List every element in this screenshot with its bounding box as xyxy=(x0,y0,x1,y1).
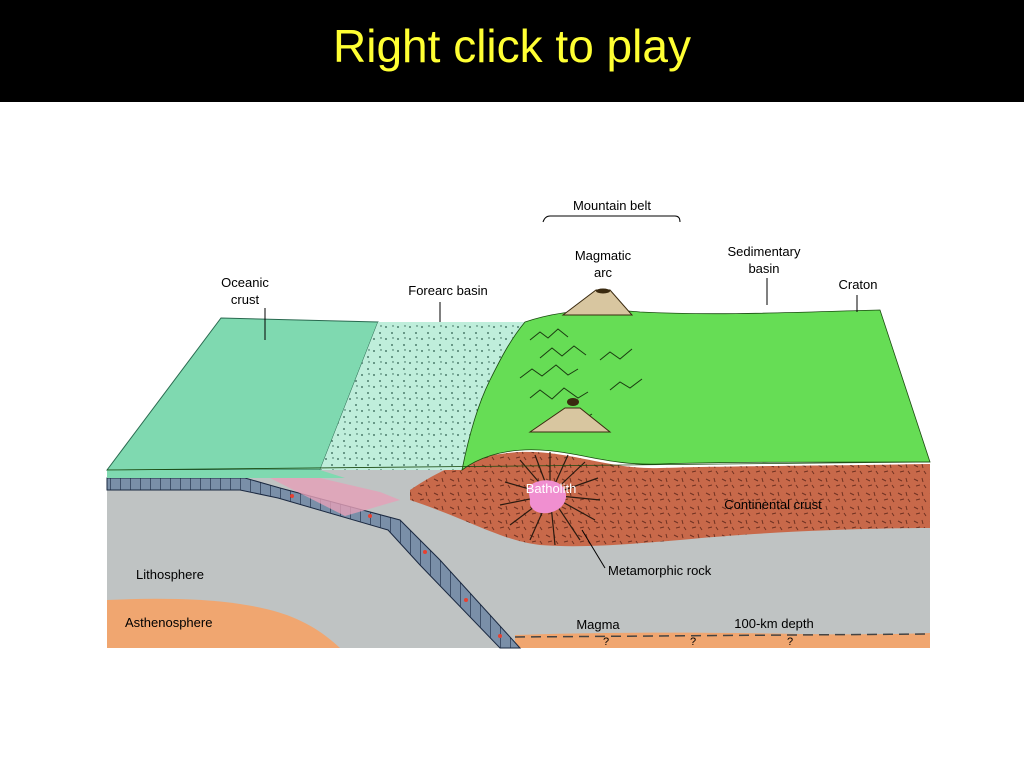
label-asthenosphere: Asthenosphere xyxy=(125,615,212,630)
title-banner: Right click to play xyxy=(0,0,1024,102)
volcano-top xyxy=(561,289,634,316)
question-mark-2: ? xyxy=(690,636,696,648)
asthenosphere-left xyxy=(107,598,340,648)
volcano-bottom xyxy=(528,407,612,433)
melt-spots xyxy=(290,494,502,638)
slide-title: Right click to play xyxy=(333,20,691,72)
label-lithosphere: Lithosphere xyxy=(136,567,204,582)
label-batholith: Batholith xyxy=(526,481,577,496)
subducting-slab xyxy=(106,477,522,649)
label-oceanic-crust: Oceanic xyxy=(221,275,269,290)
leader-lines xyxy=(264,215,858,569)
label-continental-crust: Continental crust xyxy=(724,497,822,512)
accretionary-wedge xyxy=(270,478,400,516)
continent-surface xyxy=(461,309,931,471)
label-craton: Craton xyxy=(838,277,877,292)
label-sedimentary-basin: Sedimentary xyxy=(728,244,801,259)
label-sedimentary-basin-2: basin xyxy=(748,261,779,276)
question-mark-1: ? xyxy=(603,636,609,648)
label-depth: 100-km depth xyxy=(734,616,814,631)
batholith xyxy=(528,480,567,514)
label-magma: Magma xyxy=(576,617,620,632)
depth-line xyxy=(514,633,931,638)
label-forearc-basin: Forearc basin xyxy=(408,283,487,298)
label-metamorphic-rock: Metamorphic rock xyxy=(608,563,712,578)
label-magmatic-arc-2: arc xyxy=(594,265,613,280)
label-oceanic-crust-2: crust xyxy=(231,292,260,307)
question-mark-3: ? xyxy=(787,636,793,648)
label-magmatic-arc: Magmatic xyxy=(575,248,632,263)
label-mountain-belt: Mountain belt xyxy=(573,198,651,213)
